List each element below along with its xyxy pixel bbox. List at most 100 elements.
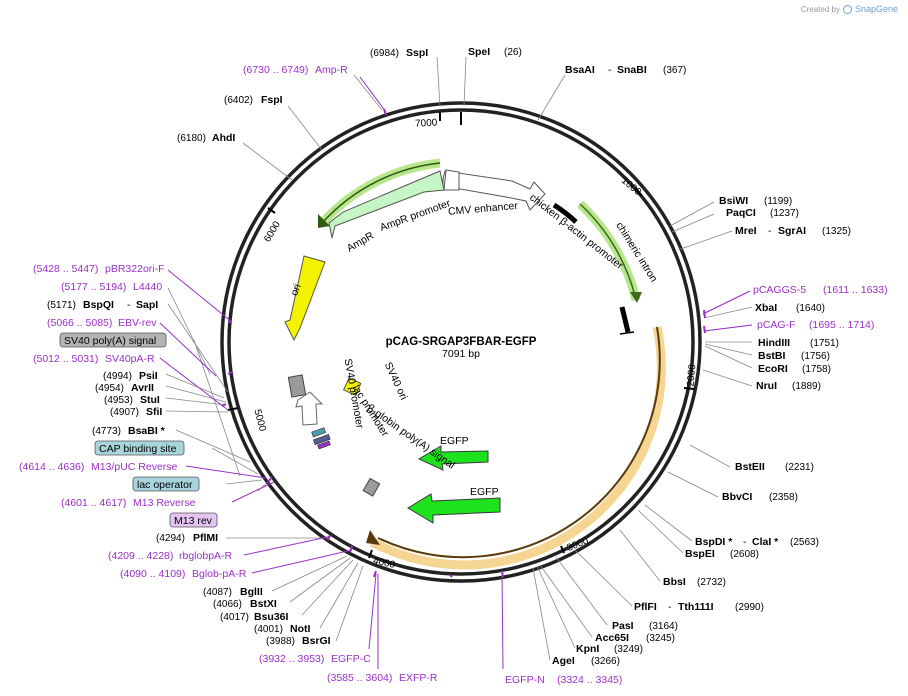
label-bbsi-name: BbsI — [663, 576, 686, 588]
tick-label-7000: 7000 — [415, 117, 438, 129]
label-lac-operator: lac operator — [132, 476, 200, 492]
label-lac-operator-box — [132, 476, 200, 492]
label-stui-pos: (4953) — [104, 395, 133, 406]
label-exfp-r-range: (3585 .. 3604) — [327, 672, 392, 684]
label-bsaai-sep: - — [608, 64, 612, 76]
label-sv40pa-r: (5012 .. 5031) SV40pA-R — [33, 353, 155, 365]
label-m13-reverse-range: (4601 .. 4617) — [61, 497, 126, 509]
label-paqci: PaqCI (1237) — [726, 207, 799, 219]
label-bspdi-name: BspDI * — [695, 536, 733, 548]
primer-marks — [221, 108, 706, 578]
label-cap-binding-site: CAP binding site — [94, 440, 185, 456]
label-ahdi-pos: (6180) — [177, 133, 206, 144]
label-bstbi-name: BstBI — [758, 350, 786, 362]
label-hindiii-name: HindIII — [758, 337, 790, 349]
label-paqci-pos: (1237) — [770, 208, 799, 219]
feature-label-ampr: AmpR — [345, 229, 377, 254]
tick-label-4000: 4000 — [372, 556, 396, 571]
label-sv40-polya-name: SV40 poly(A) signal — [64, 335, 156, 347]
ampr-band-arrow — [322, 162, 441, 223]
label-pflfi: PflFI - Tth111I (2990) — [634, 601, 764, 613]
label-bstxi-pos: (4066) — [213, 599, 242, 610]
label-spei-pos: (26) — [504, 47, 522, 58]
label-agei-name: AgeI — [552, 655, 575, 667]
tick-label-6000: 6000 — [262, 219, 283, 244]
label-mrei-sep: - — [768, 225, 772, 237]
egfp-arrow-1 — [417, 445, 489, 471]
label-fspi-pos: (6402) — [224, 95, 253, 106]
label-bsaai-pos: (367) — [663, 65, 686, 76]
label-pflmi-pos: (4294) — [156, 533, 185, 544]
tick-4000 — [368, 549, 373, 559]
label-stui: (4953) StuI — [104, 394, 160, 406]
label-sv40pa-r-name: SV40pA-R — [105, 353, 155, 365]
label-bsiwi-name: BsiWI — [719, 195, 748, 207]
label-snabi-name: SnaBI — [617, 64, 647, 76]
label-acc65i-name: Acc65I — [595, 632, 629, 644]
cmv-enhancer-arrow — [442, 170, 546, 211]
label-bspqi-sep: - — [127, 299, 131, 311]
label-pbr322ori-f-range: (5428 .. 5447) — [33, 263, 98, 275]
label-avrii: (4954) AvrII — [95, 382, 154, 394]
label-acc65i-pos: (3245) — [646, 633, 675, 644]
tick-3000 — [560, 545, 565, 554]
label-cap-binding-site-name: CAP binding site — [99, 443, 177, 455]
label-amp-r-range: (6730 .. 6749) — [243, 64, 308, 76]
label-bsrgi-pos: (3988) — [266, 636, 295, 647]
label-bstbi-pos: (1756) — [801, 351, 830, 362]
intron-arrow-head — [630, 292, 642, 303]
label-bsrgi-name: BsrGI — [302, 635, 331, 647]
label-m13-rev-box — [169, 512, 218, 528]
label-mrei: MreI - SgrAI (1325) — [735, 225, 851, 237]
label-bspdi: BspDI * - ClaI * (2563) — [695, 536, 819, 548]
label-hindiii-pos: (1751) — [810, 338, 839, 349]
label-hindiii: HindIII (1751) — [758, 337, 839, 349]
label-ahdi-name: AhdI — [212, 132, 235, 144]
beta-globin-block — [362, 477, 381, 497]
label-bspqi-name: BspQI — [83, 299, 114, 311]
label-rbglobpa-r-name: rbglobpA-R — [179, 550, 233, 562]
label-bspdi-sep: - — [743, 536, 747, 548]
label-bbvci-name: BbvCI — [722, 491, 752, 503]
label-l4440-name: L4440 — [133, 281, 162, 293]
label-psii: (4994) PsiI — [103, 370, 158, 382]
feature-label-egfp-1: EGFP — [440, 435, 469, 447]
insert-band — [369, 326, 666, 570]
label-tth111i-name: Tth111I — [678, 601, 714, 613]
label-xbai-name: XbaI — [755, 302, 777, 314]
label-sgrai-name: SgrAI — [778, 225, 806, 237]
label-pflfi-name: PflFI — [634, 601, 657, 613]
label-bglii-name: BglII — [240, 586, 263, 598]
plasmid-size: 7091 bp — [442, 348, 480, 360]
label-sfii: (4907) SfiI — [110, 406, 162, 418]
label-egfp-n: EGFP-N (3324 .. 3345) — [505, 674, 622, 686]
label-kpni-name: KpnI — [576, 643, 599, 655]
label-m13-puc-reverse-range: (4614 .. 4636) — [19, 461, 84, 473]
label-pcag-f-name: pCAG-F — [757, 319, 796, 331]
label-avrii-pos: (4954) — [95, 383, 124, 394]
label-m13-puc-reverse: (4614 .. 4636) M13/pUC Reverse — [19, 461, 178, 473]
label-l4440: (5177 .. 5194) L4440 — [61, 281, 162, 293]
tick-1000 — [635, 187, 642, 197]
label-bbvci-pos: (2358) — [769, 492, 798, 503]
label-kpni: KpnI (3249) — [576, 643, 643, 655]
label-mrei-name: MreI — [735, 225, 757, 237]
actin-end-bar — [619, 306, 631, 333]
label-pcaggs-5: pCAGGS-5 (1611 .. 1633) — [753, 284, 888, 296]
label-bstxi-name: BstXI — [250, 598, 277, 610]
label-bstxi: (4066) BstXI — [213, 598, 277, 610]
label-bglob-pa-r: (4090 .. 4109) Bglob-pA-R — [120, 568, 247, 580]
label-bspei: BspEI (2608) — [685, 548, 759, 560]
label-ebv-rev-name: EBV-rev — [118, 317, 157, 329]
ampr-promoter-arrow — [443, 169, 460, 191]
tick-6000 — [267, 207, 276, 214]
label-sapi-name: SapI — [136, 299, 158, 311]
ampr-band-arrow-head — [318, 214, 330, 228]
label-bglob-pa-r-name: Bglob-pA-R — [192, 568, 247, 580]
label-pcaggs-5-range: (1611 .. 1633) — [823, 284, 888, 296]
label-pasi-name: PasI — [612, 620, 634, 632]
credit-brand: SnapGene — [854, 4, 898, 14]
label-kpni-pos: (3249) — [614, 644, 643, 655]
label-egfp-c: (3932 .. 3953) EGFP-C — [259, 653, 371, 665]
label-ecori-name: EcoRI — [758, 363, 788, 375]
